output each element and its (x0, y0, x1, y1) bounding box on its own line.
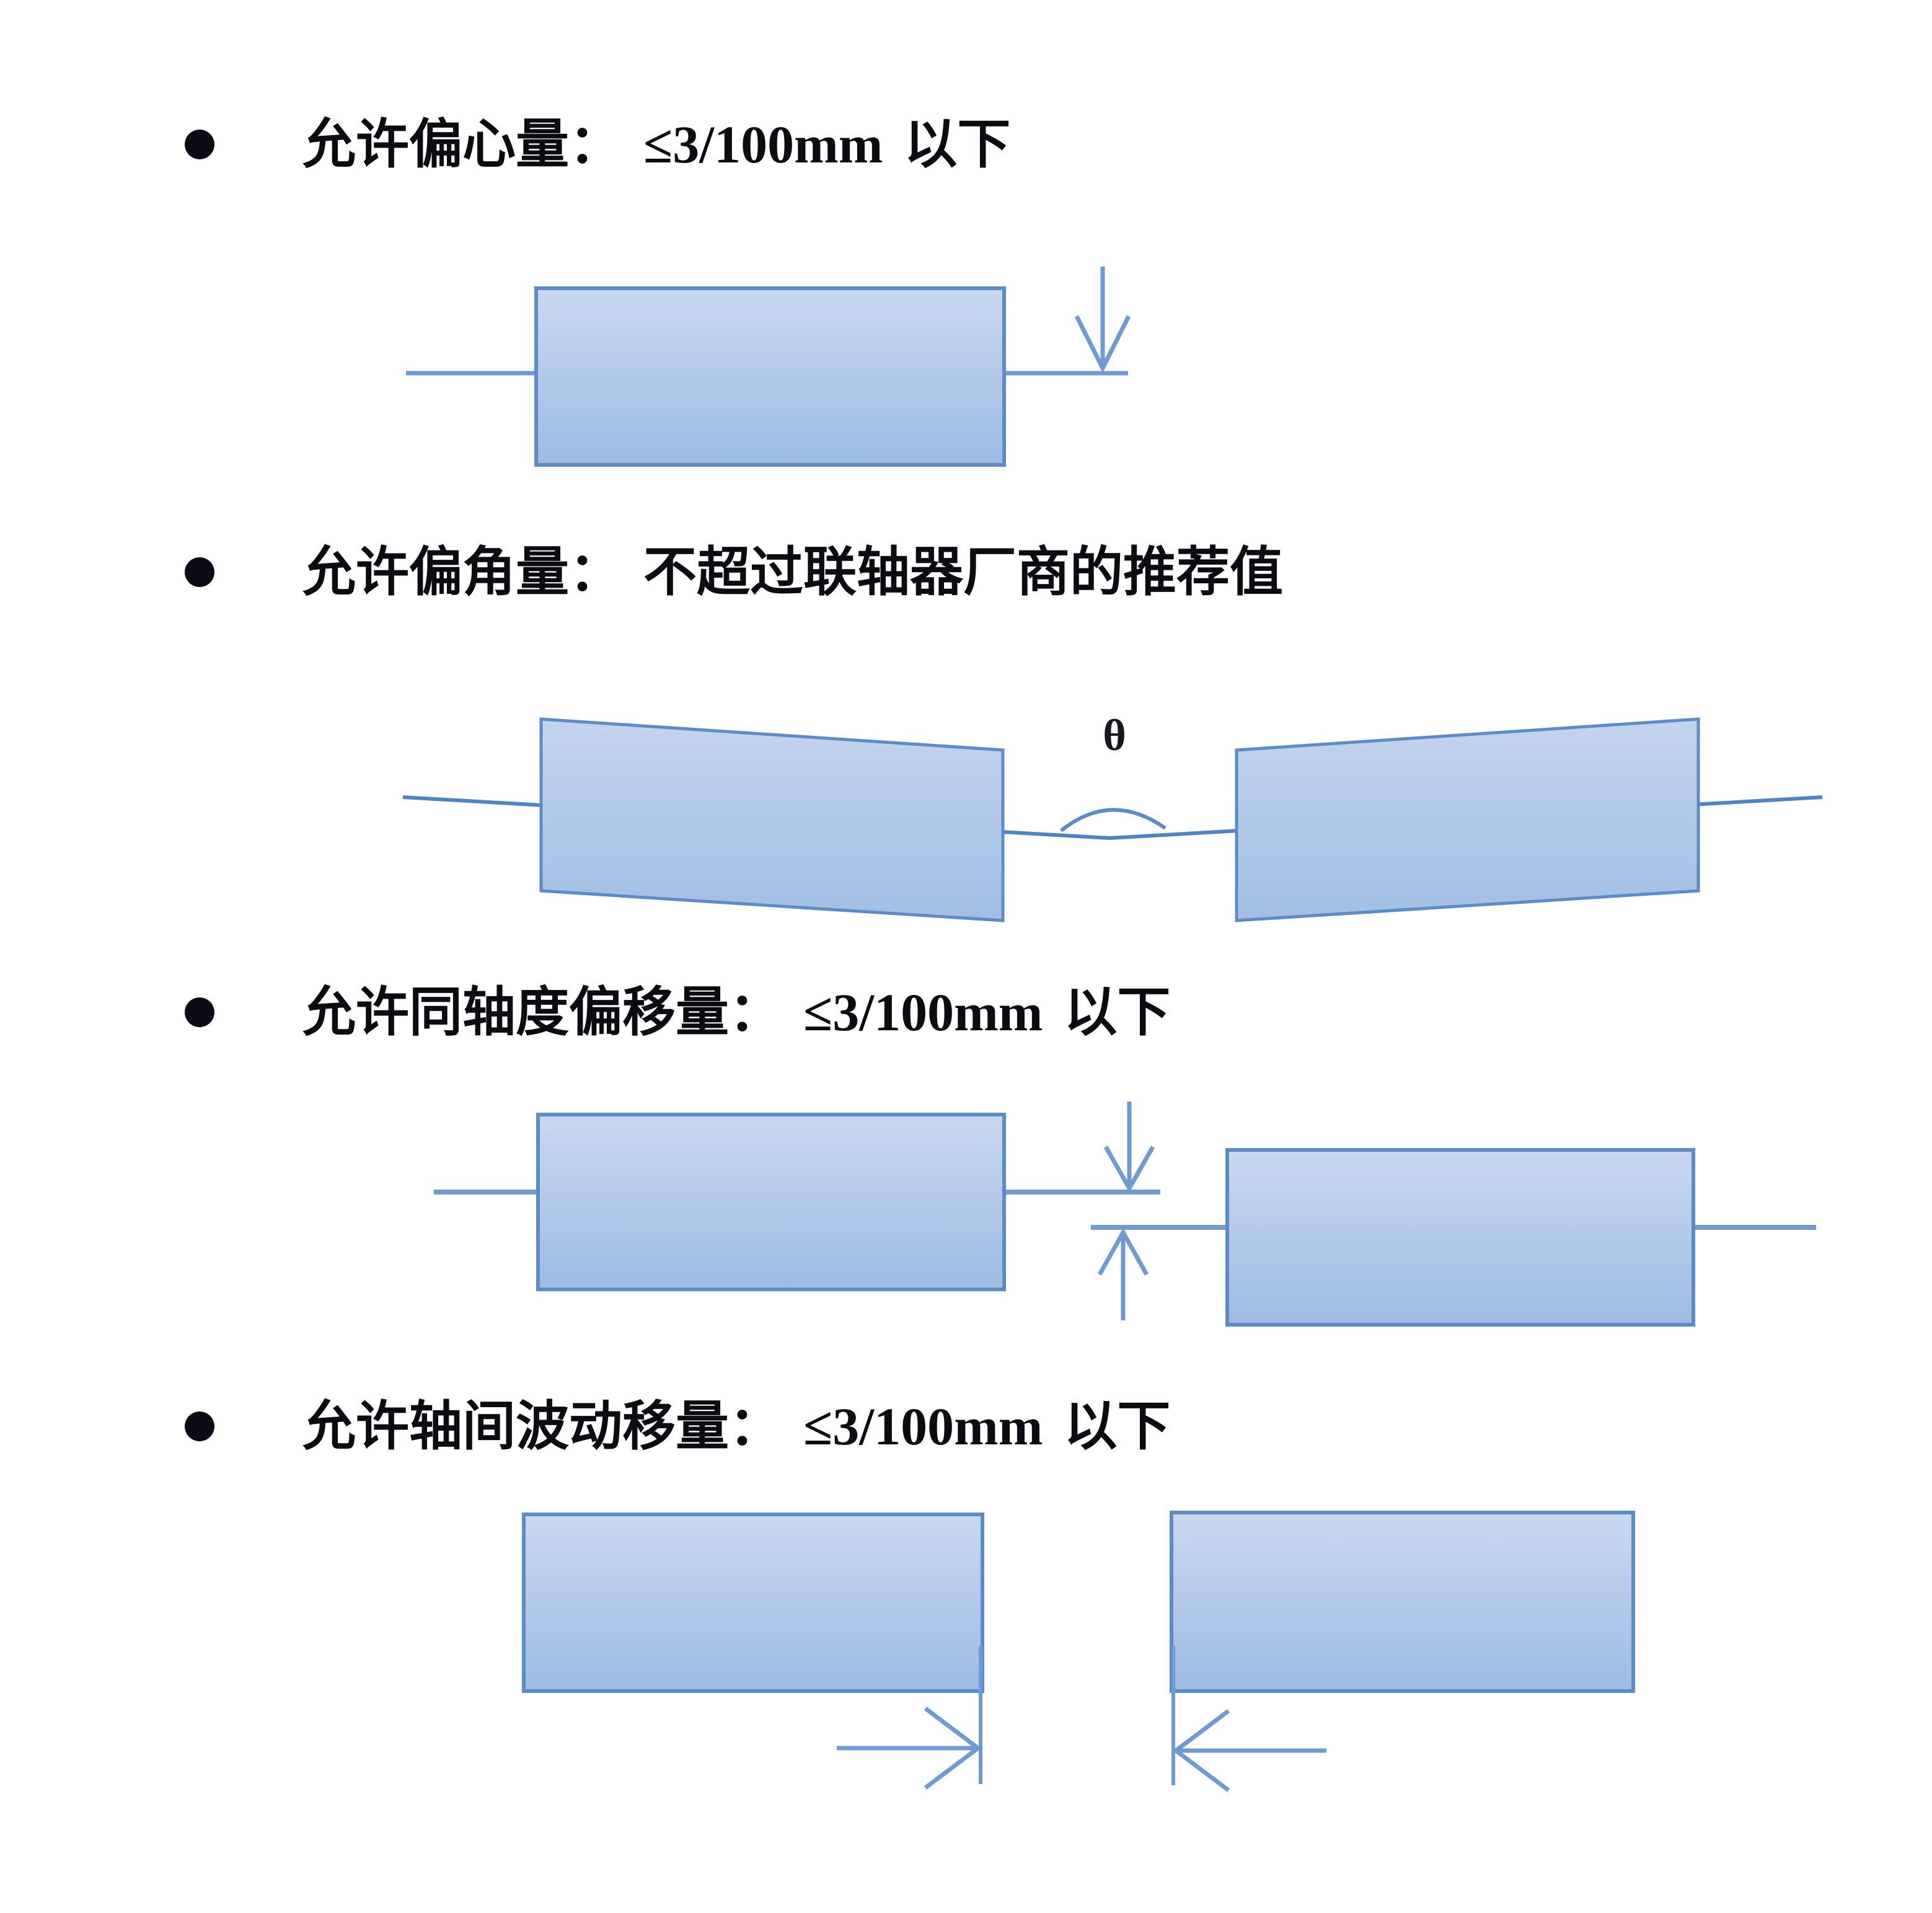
bullet-marker-icon (185, 130, 214, 159)
eccentricity-figure (0, 236, 1932, 502)
parallel-offset-figure (0, 1085, 1932, 1395)
bullet-label-angular-cjk: 允许偏角量： (302, 541, 622, 603)
parallel-offset-figure-svg (434, 1102, 1816, 1327)
bullet-label-angular-value: 不超过联轴器厂商的推荐值 (643, 541, 1283, 603)
offset-up-arrow-icon (1097, 1227, 1149, 1320)
angular-misalignment-figure-svg: θ (402, 710, 1823, 922)
axial-float-figure (0, 1488, 1932, 1913)
bullet-label-axial-float-value: ≤3/100mm (803, 1397, 1043, 1456)
gap-left-arrow-icon (1172, 1709, 1326, 1792)
bullet-label-coaxial-offset-suffix: 以下 (1064, 981, 1171, 1043)
bullet-label-coaxial-offset-value: ≤3/100mm (803, 983, 1043, 1042)
bullet-label-eccentricity-cjk: 允许偏心量： (302, 113, 622, 175)
right-coupling-body-rect (1225, 1148, 1695, 1327)
eccentricity-figure-svg (406, 267, 1131, 467)
bullet-label-coaxial-offset-cjk: 允许同轴度偏移量： (302, 981, 782, 1043)
left-coupling-body-rect (536, 1113, 1006, 1291)
bullet-row-angular: 允许偏角量：不超过联轴器厂商的推荐值 (185, 546, 1283, 599)
bullet-label-eccentricity-suffix: 以下 (904, 113, 1011, 175)
angle-arc-icon (1060, 808, 1167, 833)
axial-float-figure-svg (522, 1511, 1635, 1792)
left-coupling-body-rect (522, 1513, 984, 1693)
gap-right-arrow-icon (837, 1707, 982, 1790)
left-coupling-body-shape (539, 717, 1005, 922)
bullet-label-axial-float-suffix: 以下 (1064, 1395, 1171, 1457)
bullet-marker-icon (185, 557, 214, 587)
bullet-label-eccentricity-value: ≤3/100mm (643, 115, 883, 174)
angle-theta-label: θ (1103, 710, 1126, 760)
bullet-marker-icon (185, 997, 214, 1027)
angular-misalignment-figure: θ (0, 682, 1932, 961)
bullet-marker-icon (185, 1412, 214, 1441)
coupling-body-rect (534, 286, 1006, 467)
offset-down-arrow-icon (1103, 1102, 1155, 1193)
offset-down-arrow-icon (1074, 267, 1131, 373)
right-coupling-body-shape (1235, 717, 1700, 922)
right-coupling-body-rect (1170, 1511, 1635, 1693)
bullet-label-axial-float-cjk: 允许轴间波动移量： (302, 1395, 782, 1457)
bullet-label-angular: 允许偏角量：不超过联轴器厂商的推荐值 (302, 546, 1283, 599)
